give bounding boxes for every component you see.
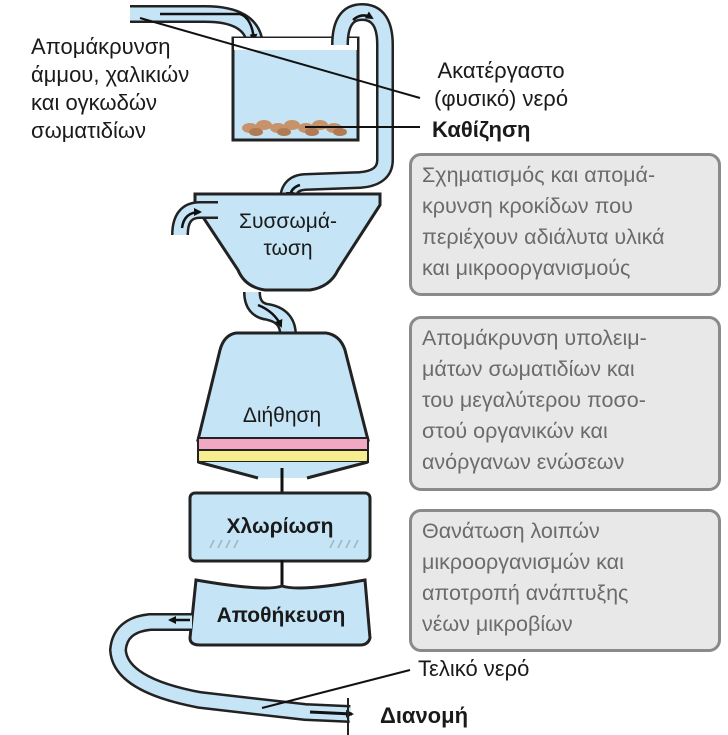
pipe-into-coagulation <box>171 201 218 236</box>
chlorination-note: Θανάτωση λοιπών μικροοργανισμών και αποτ… <box>409 509 721 652</box>
raw-water-leader-line <box>139 17 421 99</box>
sediment-layer <box>242 120 347 136</box>
raw-water-label: Ακατέργαστο (φυσικό) νερό <box>434 58 569 111</box>
pipe-coagulation-to-filtration <box>243 291 297 336</box>
chlorination-tank <box>188 491 372 563</box>
final-water-label: Τελικό νερό <box>418 656 530 681</box>
filtration-note: Απομάκρυνση υπολειμ- μάτων σωματιδίων κα… <box>409 316 721 491</box>
filtration-stage-label: Διήθηση <box>242 404 322 427</box>
settling-label: Καθίζηση <box>432 117 531 142</box>
coagulation-stage-label: Συσσωμά- τωση <box>238 210 338 260</box>
coagulation-note: Σχηματισμός και απομά- κρυνση κροκίδων π… <box>409 153 721 296</box>
filtration-unit <box>196 331 370 480</box>
coagulation-funnel <box>193 192 382 292</box>
distribution-label: Διανομή <box>380 703 469 728</box>
chlorine-bubbles <box>209 539 359 549</box>
pipe-tank-to-coagulation <box>279 2 394 201</box>
outlet-pipe <box>108 613 411 735</box>
final-water-leader-line <box>261 669 411 709</box>
sedimentation-tank <box>231 36 360 142</box>
storage-tank <box>188 578 372 647</box>
removal-label: Απομάκρυνση άμμου, χαλικιών και ογκωδών … <box>31 34 190 143</box>
chlorination-stage-label: Χλωρίωση <box>226 515 334 538</box>
storage-stage-label: Αποθήκευση <box>216 604 346 627</box>
